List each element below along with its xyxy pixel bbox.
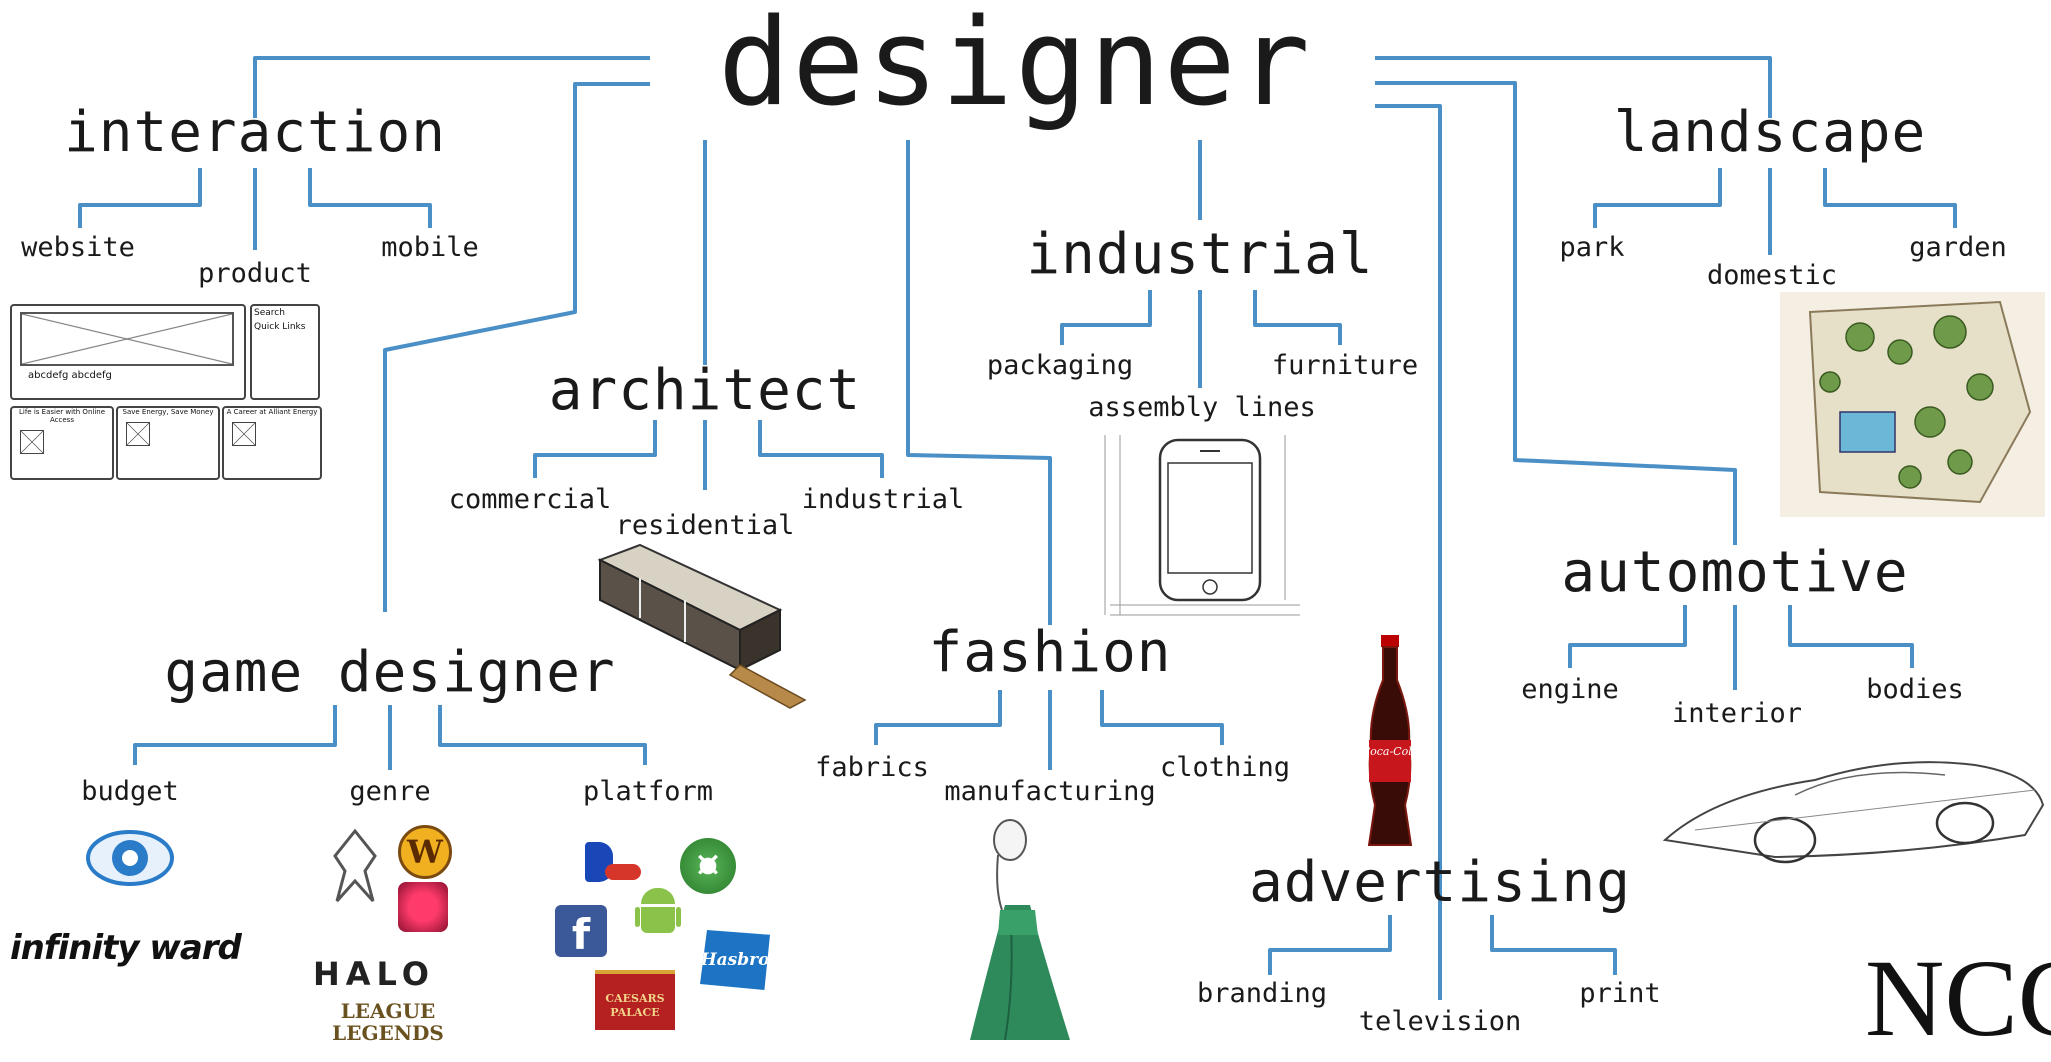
coca-cola-bottle-image [1367,635,1413,846]
sub-assembly-lines: assembly lines [1088,392,1316,423]
sub-branding: branding [1196,978,1328,1009]
sub-platform: platform [582,776,714,807]
sub-commercial: commercial [448,484,612,515]
ncc-watermark: NCC [1865,937,2051,1059]
sub-bodies: bodies [1866,674,1964,705]
branch-fashion: fashion [928,620,1172,685]
sub-domestic: domestic [1706,260,1838,291]
branch-interaction: interaction [64,100,446,165]
wireframe-col2: Save Energy, Save Money [122,408,214,416]
android-icon [635,888,681,944]
wireframe-search: Search [254,308,285,318]
fashion-sketch-image [970,819,1070,1041]
halo-logo: HALO [313,955,435,993]
car-sketch-image [1662,761,2045,864]
sub-fabrics: fabrics [815,752,929,783]
sub-clothing: clothing [1159,752,1291,783]
branch-game-designer: game designer [164,640,616,705]
skyrim-logo-icon [333,828,377,903]
wireframe-quick-links: Quick Links [254,322,306,332]
facebook-icon: f [555,905,607,959]
sub-genre: genre [349,776,431,807]
coca-cola-label: Coca-Cola [1361,745,1419,758]
sub-packaging: packaging [986,350,1134,381]
sub-product: product [198,258,312,289]
phone-technical-drawing [1104,435,1300,616]
garden-plan-image [1780,292,2045,517]
branch-industrial: industrial [1026,222,1374,287]
hasbro-logo: Hasbro [700,930,770,990]
sub-print: print [1579,978,1661,1009]
caesars-logo: CAESARS PALACE [595,970,675,1030]
branch-architect: architect [548,358,862,423]
wireframe-col1: Life is Easier with Online Access [18,408,106,424]
wow-logo-icon: W [398,825,452,879]
infinity-ward-logo: infinity ward [10,928,242,968]
sub-park: park [1559,232,1625,263]
wireframe-link: abcdefg abcdefg [28,370,112,381]
sub-residential: residential [615,510,795,541]
sub-television: television [1358,1006,1522,1037]
sub-mobile: mobile [381,232,479,263]
sub-manufacturing: manufacturing [944,776,1156,807]
branch-automotive: automotive [1561,540,1909,605]
wireframe-col3: A Career at Alliant Energy [226,408,318,416]
league-logo: LEAGUE LEGENDS [332,999,444,1045]
sub-garden: garden [1909,232,2007,263]
house-model-image [597,543,807,709]
candy-crush-icon [398,882,448,932]
xbox-icon: ✕ [680,838,736,894]
sub-interior: interior [1671,698,1803,729]
sub-engine: engine [1521,674,1619,705]
page-title: designer [718,0,1312,133]
playstation-icon [575,842,645,887]
branch-advertising: advertising [1249,850,1631,915]
branch-landscape: landscape [1613,100,1927,165]
website-wireframe-image: abcdefg abcdefg Search Quick Links Life … [10,302,322,480]
sub-industrial-arch: industrial [801,484,965,515]
eye-logo-icon [86,830,174,886]
sub-website: website [21,232,135,263]
sub-furniture: furniture [1271,350,1419,381]
sub-budget: budget [81,776,179,807]
